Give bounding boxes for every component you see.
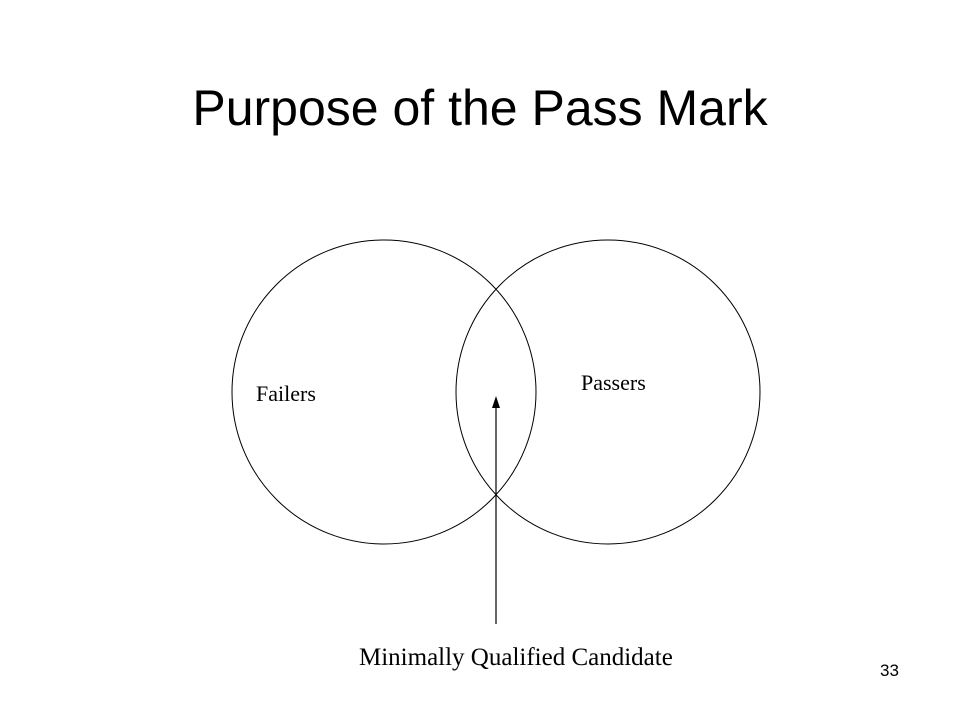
slide-title: Purpose of the Pass Mark [192,80,768,136]
candidate-arrowhead [492,396,500,408]
passers-label: Passers [581,370,646,395]
failers-label: Failers [256,381,316,406]
candidate-label: Minimally Qualified Candidate [359,644,673,671]
failers-circle [231,239,537,545]
page-number: 33 [880,661,899,680]
passers-circle [455,239,761,545]
